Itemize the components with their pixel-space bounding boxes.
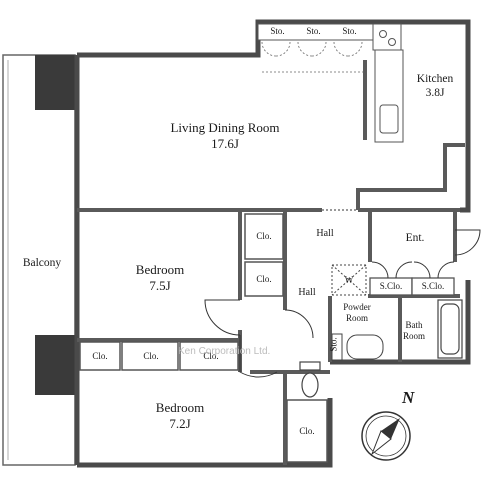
- bedroom1-name: Bedroom: [135, 262, 185, 277]
- bedroom-closet-row: [79, 341, 239, 371]
- powder-room-name: Powder Room: [343, 302, 371, 324]
- kitchen-fixtures: [257, 23, 404, 143]
- closet-label-hall-mid: Clo.: [256, 274, 272, 284]
- hall2-name: Hall: [298, 287, 316, 298]
- washer-space: [331, 264, 367, 296]
- entrance-name: Ent.: [405, 232, 425, 244]
- bedroom1-size: 7.5J: [149, 278, 171, 294]
- living-dining-label: Living Dining Room 17.6J: [150, 120, 300, 153]
- toilet-fixture: [299, 361, 321, 398]
- powder-room-label: Powder Room: [332, 302, 382, 325]
- outer-walls: [74, 19, 471, 468]
- closet-label-row-2: Clo.: [143, 351, 159, 361]
- kitchen-name: Kitchen: [416, 73, 454, 85]
- balcony-name: Balcony: [22, 257, 62, 269]
- hall1-name: Hall: [316, 228, 334, 239]
- washer-label: W: [344, 275, 354, 285]
- bedroom2-size: 7.2J: [169, 416, 191, 432]
- powder-sink: [331, 333, 384, 361]
- closet-label-bottom: Clo.: [299, 426, 315, 436]
- balcony-label: Balcony: [10, 256, 74, 270]
- living-dining-name: Living Dining Room: [170, 120, 280, 135]
- bathtub: [437, 299, 463, 359]
- bath-room-name: Bath Room: [402, 320, 425, 342]
- pillar-bottom: [35, 335, 77, 395]
- shoe-closet-label-1: S.Clo.: [379, 281, 403, 291]
- watermark: Ken Corporation Ltd.: [178, 346, 271, 357]
- bottom-closet: [286, 399, 328, 463]
- pillar-top: [35, 55, 77, 110]
- bath-room-label: Bath Room: [394, 320, 434, 343]
- closet-label-hall-top: Clo.: [256, 231, 272, 241]
- kitchen-label: Kitchen 3.8J: [405, 72, 465, 101]
- compass-rose: [361, 411, 411, 461]
- hall2-label: Hall: [282, 287, 332, 300]
- bedroom2-name: Bedroom: [155, 400, 205, 415]
- balcony-area: [2, 54, 76, 466]
- entrance-label: Ent.: [390, 231, 440, 245]
- living-dining-size: 17.6J: [211, 136, 239, 152]
- storage-label-3: Sto.: [342, 26, 357, 36]
- bedroom1-label: Bedroom 7.5J: [120, 262, 200, 295]
- storage-door-swings: [261, 41, 365, 73]
- hall1-label: Hall: [300, 228, 350, 241]
- shoe-closets: [369, 277, 455, 296]
- bedroom2-label: Bedroom 7.2J: [140, 400, 220, 433]
- north-label: N: [402, 388, 415, 407]
- shoe-closet-label-2: S.Clo.: [421, 281, 445, 291]
- kitchen-size: 3.8J: [425, 87, 445, 100]
- storage-label-4: Sto.: [328, 337, 339, 352]
- doors: [204, 209, 481, 378]
- storage-label-2: Sto.: [306, 26, 321, 36]
- closet-label-row-1: Clo.: [92, 351, 108, 361]
- closet-label-row-3: Clo.: [203, 351, 219, 361]
- hall-closets: [244, 213, 284, 297]
- storage-label-1: Sto.: [270, 26, 285, 36]
